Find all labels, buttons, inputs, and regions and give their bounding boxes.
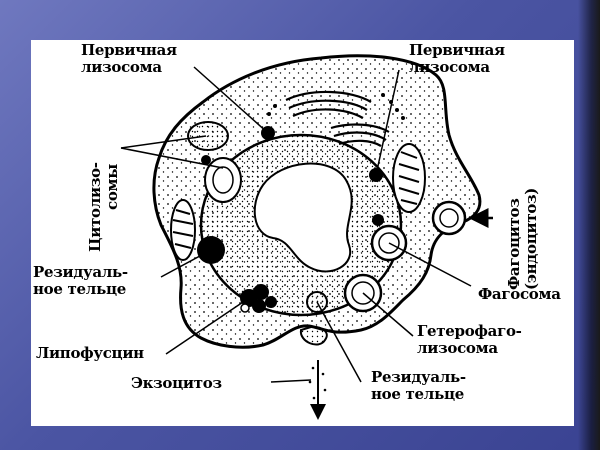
label-primary-lysosome-left-line1: Первичная — [81, 41, 177, 59]
label-phagocytosis-line2: (эндоцитоз) — [522, 187, 540, 290]
label-primary-lysosome-left: Первичная лизосома — [81, 42, 177, 76]
label-residual-body-left-line1: Резидуаль- — [33, 263, 128, 281]
cytolysosome-vesicles — [187, 121, 242, 203]
label-cytolysosomes: Цитолизо- сомы — [86, 162, 121, 252]
label-cytolysosomes-line2: сомы — [103, 163, 121, 210]
label-phagocytosis-line1: Фагоцитоз — [505, 198, 523, 290]
label-phagocytosis: Фагоцитоз (эндоцитоз) — [505, 187, 540, 290]
mitochondria — [170, 143, 426, 261]
label-exocytosis: Экзоцитоз — [131, 374, 222, 392]
label-residual-body-right: Резидуаль- ное тельце — [371, 369, 466, 403]
label-heterophagolysosome: Гетерофаго- лизосома — [417, 323, 522, 357]
label-primary-lysosome-left-line2: лизосома — [81, 58, 162, 76]
exocytosis-dots — [308, 366, 327, 400]
label-lipofuscin: Липофусцин — [36, 344, 144, 362]
label-heterophagolysosome-line2: лизосома — [417, 339, 498, 357]
cell-diagram — [120, 54, 493, 420]
slide-edge-shadow — [578, 0, 600, 450]
label-residual-body-right-line2: ное тельце — [371, 385, 464, 403]
label-residual-body-left: Резидуаль- ное тельце — [33, 264, 128, 298]
label-residual-body-right-line1: Резидуаль- — [371, 368, 466, 386]
golgi-apparatus — [285, 90, 390, 147]
label-residual-body-left-line2: ное тельце — [33, 280, 126, 298]
label-phagosome: Фагосома — [478, 285, 561, 303]
label-primary-lysosome-right-line1: Первичная — [409, 41, 505, 59]
diagram-slide: Первичная лизосома Первичная лизосома Ци… — [31, 40, 574, 426]
label-primary-lysosome-right: Первичная лизосома — [409, 42, 505, 76]
label-cytolysosomes-line1: Цитолизо- — [86, 162, 104, 252]
leader-lines — [120, 66, 472, 383]
label-heterophagolysosome-line1: Гетерофаго- — [417, 322, 522, 340]
nucleolus — [253, 162, 353, 273]
label-primary-lysosome-right-line2: лизосома — [409, 58, 490, 76]
